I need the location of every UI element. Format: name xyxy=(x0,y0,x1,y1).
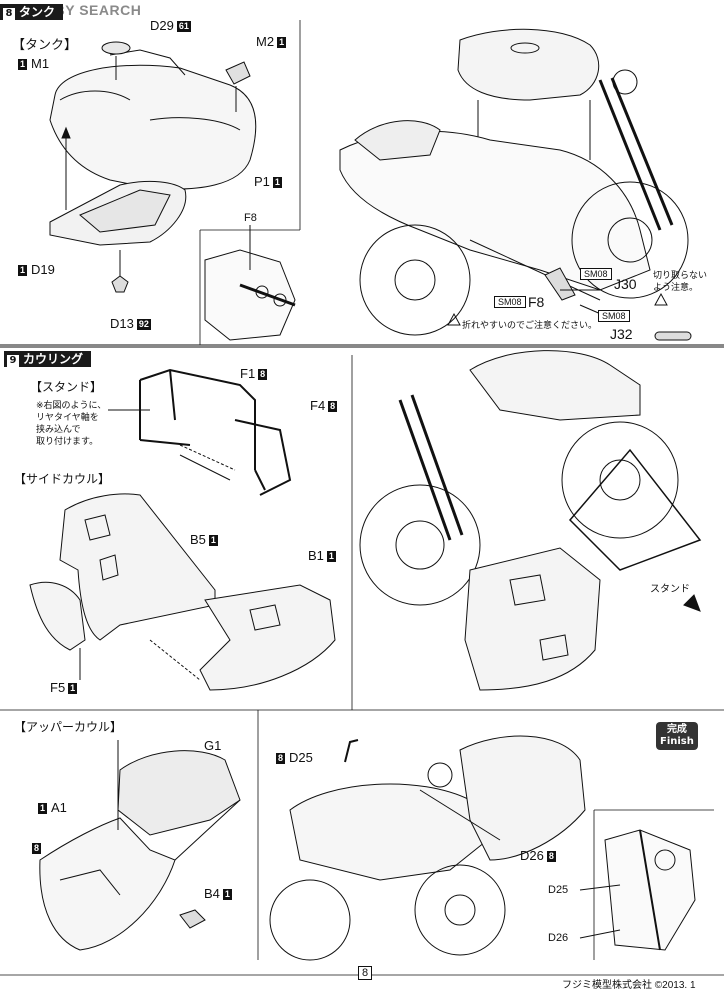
part-f8-detail: F8 xyxy=(244,212,257,224)
sm08-label-c: SM08 xyxy=(598,310,630,322)
part-f8: F8 xyxy=(528,294,545,310)
side-cowl-label: 【サイドカウル】 xyxy=(14,472,111,486)
upper-cowl-label: 【アッパーカウル】 xyxy=(14,720,123,734)
caution-break-text: 折れやすいのでご注意ください。 xyxy=(462,321,598,331)
part-j30: J30 xyxy=(614,276,637,292)
detail-d25: D25 xyxy=(548,884,569,896)
step-8-number: 8 xyxy=(3,8,15,20)
stand-note: ※右図のように、 リヤタイヤ軸を 挟み込んで 取り付けます。 xyxy=(36,401,107,447)
caution-cut-text: 切り取らない よう注意。 xyxy=(653,271,708,293)
finish-badge: 完成 Finish xyxy=(656,722,698,750)
step-8-title: タンク xyxy=(19,5,56,19)
step-9-header: 9 カウリング xyxy=(4,351,92,367)
step-8-header: 8 タンク xyxy=(0,4,64,20)
stand-sub-label: 【スタンド】 xyxy=(30,380,103,394)
detail-d26: D26 xyxy=(548,932,569,944)
publisher-credit: フジミ模型株式会社 ©2013. 1 xyxy=(562,980,696,991)
part-j32: J32 xyxy=(610,326,633,342)
a1-color-number: 8 xyxy=(32,843,42,854)
stand-callout: スタンド xyxy=(650,584,690,595)
step-9-number: 9 xyxy=(7,355,19,367)
tank-sub-label: 【タンク】 xyxy=(12,37,78,52)
step-9-title: カウリング xyxy=(23,352,84,366)
sm08-label-b: SM08 xyxy=(494,296,526,308)
part-g1: G1 xyxy=(204,738,222,753)
page-number: 8 xyxy=(358,966,373,980)
sm08-label-a: SM08 xyxy=(580,268,612,280)
